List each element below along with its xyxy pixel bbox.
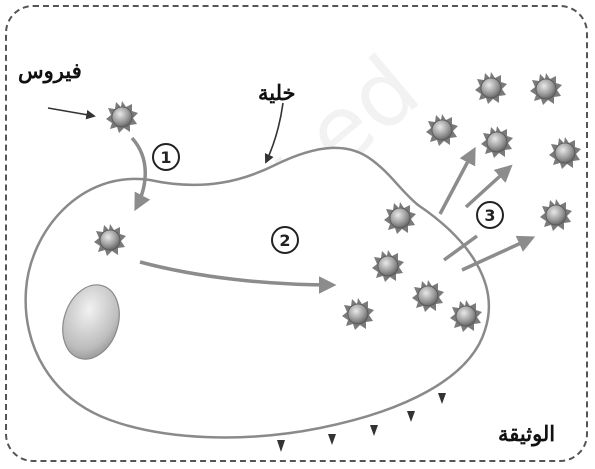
virus-icon — [480, 125, 514, 159]
cell-membrane — [24, 146, 491, 439]
release-arrow-4 — [461, 235, 536, 272]
cell-label: خلية — [258, 80, 296, 105]
virus-label: فيروس — [18, 58, 82, 83]
virus-label-pointer — [47, 107, 96, 120]
replication-arrow — [139, 260, 337, 294]
step-number-1: 1 — [160, 148, 171, 167]
document-label: الوثيقة — [498, 421, 556, 446]
step-badge-2: 2 — [271, 226, 299, 254]
step-badge-1: 1 — [152, 143, 180, 171]
step-badge-3: 3 — [476, 201, 504, 229]
virus-icon — [474, 71, 508, 105]
virus-icon — [539, 198, 573, 232]
release-arrow-1 — [438, 146, 476, 215]
virus-icon — [548, 136, 582, 170]
release-arrow-3 — [442, 234, 479, 262]
step-number-3: 3 — [484, 206, 495, 225]
document-frame — [5, 5, 588, 462]
release-arrow-2 — [464, 164, 513, 209]
nucleus-icon — [62, 284, 120, 360]
membrane-receptors — [277, 393, 446, 452]
step-number-2: 2 — [279, 231, 290, 250]
virus-icon — [105, 100, 139, 134]
virus-icon — [529, 72, 563, 106]
entry-arrow — [130, 136, 151, 212]
cell-label-pointer — [264, 102, 284, 164]
